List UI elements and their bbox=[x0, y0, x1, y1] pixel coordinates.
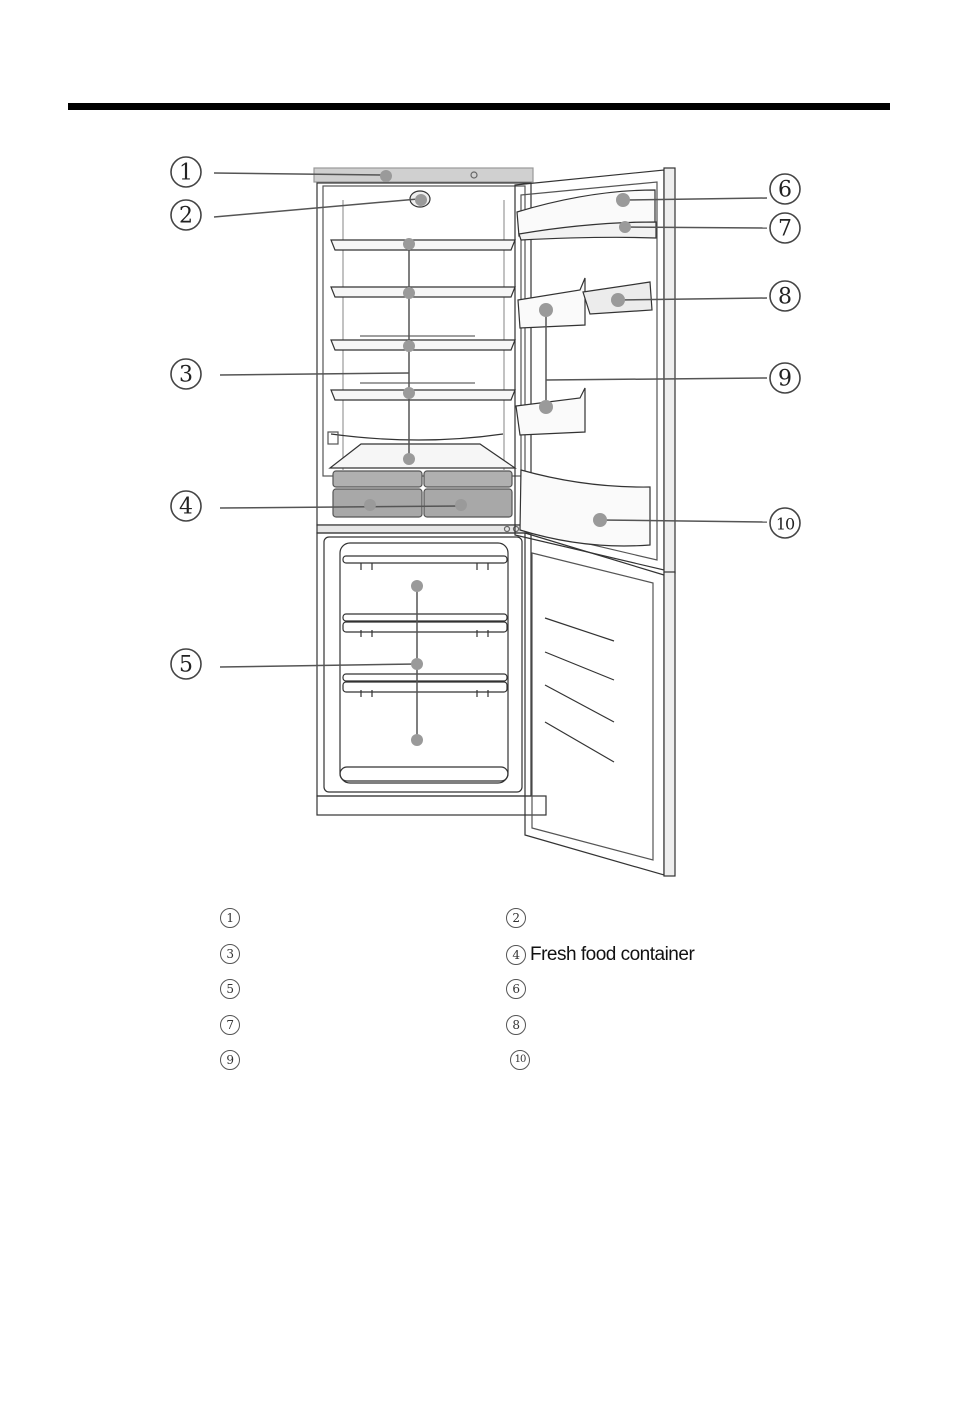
callout-8: 8 bbox=[778, 285, 792, 310]
callout-4: 4 bbox=[179, 495, 193, 520]
callout-2: 2 bbox=[179, 204, 193, 229]
dot-5a bbox=[411, 580, 423, 592]
dot-8 bbox=[611, 293, 625, 307]
callout-6: 6 bbox=[778, 178, 792, 203]
anchor-dots bbox=[364, 170, 631, 746]
dot-5b bbox=[411, 658, 423, 670]
header-rule bbox=[68, 103, 890, 110]
callout-5: 5 bbox=[179, 653, 193, 678]
dot-1 bbox=[380, 170, 392, 182]
callout-3: 3 bbox=[179, 363, 193, 388]
dot-10 bbox=[593, 513, 607, 527]
top-panel bbox=[313, 167, 534, 183]
dot-4a bbox=[364, 499, 376, 511]
crisper-drawers bbox=[332, 470, 513, 518]
dot-9a bbox=[539, 303, 553, 317]
callout-10: 10 bbox=[776, 515, 795, 534]
callout-1: 1 bbox=[179, 161, 193, 186]
dot-4b bbox=[455, 499, 467, 511]
dot-3d bbox=[403, 387, 415, 399]
dot-6 bbox=[616, 193, 630, 207]
callout-circles bbox=[170, 156, 801, 680]
dot-2 bbox=[415, 194, 427, 206]
dot-3b bbox=[403, 287, 415, 299]
freezer-door bbox=[524, 532, 676, 877]
dot-3a bbox=[403, 238, 415, 250]
dot-9b bbox=[539, 400, 553, 414]
freezer-shelves bbox=[342, 555, 508, 697]
dot-3e bbox=[403, 453, 415, 465]
callout-9: 9 bbox=[778, 367, 792, 392]
fridge-door bbox=[514, 167, 676, 574]
dot-7 bbox=[619, 221, 631, 233]
glass-shelves bbox=[327, 239, 517, 469]
callout-7: 7 bbox=[778, 217, 792, 242]
dot-5c bbox=[411, 734, 423, 746]
dot-3c bbox=[403, 340, 415, 352]
